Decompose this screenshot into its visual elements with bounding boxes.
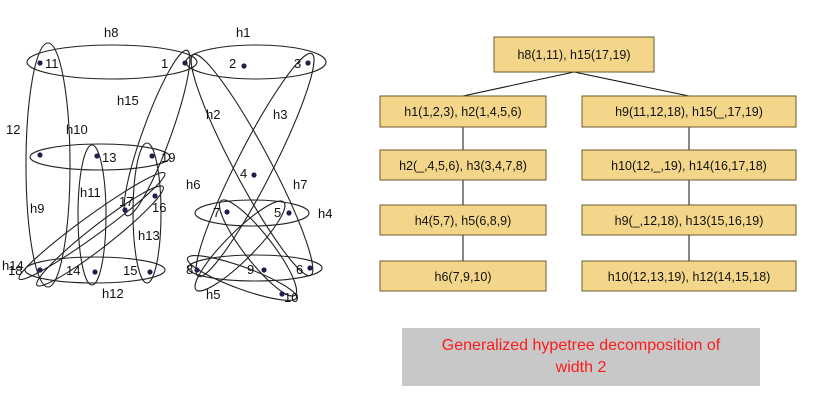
vertex-label-15: 15	[123, 263, 137, 278]
hyperedge-h2	[190, 53, 314, 277]
vertex-dot	[122, 207, 128, 213]
hyperedge-h5-base	[187, 254, 323, 282]
tree-node-right-4-box	[581, 260, 797, 292]
vertex-dot	[152, 193, 158, 199]
caption-line-1: Generalized hypetree decomposition of	[441, 337, 721, 354]
connector-root-left	[462, 71, 575, 97]
tree-node-left-2-box	[379, 149, 547, 181]
edge-label-h14: h14	[2, 258, 24, 273]
caption-line-2: width 2	[555, 359, 607, 376]
tree-connectors	[462, 71, 690, 261]
vertex-labels: 1 2 3 4 5 6 7 8 9 10 11 13 14 15 16 17 1…	[6, 56, 303, 305]
vertex-dot	[94, 153, 100, 159]
edge-label-h13: h13	[138, 228, 160, 243]
edge-label-h11: h11	[80, 185, 101, 200]
edge-label-h15: h15	[117, 93, 139, 108]
edge-label-h8: h8	[104, 25, 118, 40]
vertex-label-2: 2	[229, 56, 236, 71]
connector-root-right	[573, 71, 690, 97]
vertex-dot	[241, 63, 247, 69]
tree-node-right-1-text: h9(11,12,18), h15(_,17,19)	[615, 105, 763, 119]
tree-node-root-box	[493, 36, 655, 73]
vertex-label-9: 9	[247, 262, 254, 277]
tree-node-left-4-box	[379, 260, 547, 292]
vertex-dot	[286, 210, 292, 216]
hyperedge-h15	[123, 49, 191, 217]
tree-node-left-1-box	[379, 95, 547, 128]
hyperedge-h9	[25, 42, 71, 288]
vertex-label-17: 17	[119, 194, 133, 209]
vertex-dot	[194, 267, 200, 273]
tree-node-right-4-text: h10(12,13,19), h12(14,15,18)	[608, 270, 771, 284]
vertex-label-13: 13	[102, 150, 116, 165]
tree-node-left-3-box	[379, 204, 547, 236]
edge-label-h5: h5	[206, 287, 220, 302]
vertex-label-11: 11	[45, 56, 59, 71]
hyperedge-h11	[77, 144, 107, 286]
vertex-label-12: 12	[6, 122, 20, 137]
edge-labels: h1 h2 h3 h4 h5 h6 h7 h8 h9 h10 h11 h12 h…	[2, 25, 332, 302]
tree-node-right-2-text: h10(12,_,19), h14(16,17,18)	[611, 159, 767, 173]
vertex-label-4: 4	[240, 166, 247, 181]
edge-label-h2: h2	[206, 107, 220, 122]
tree-node-root-text: h8(1,11), h15(17,19)	[517, 48, 630, 62]
vertex-dot	[37, 152, 43, 158]
tree-node-left-3-text: h4(5,7), h5(6,8,9)	[415, 214, 512, 228]
hyperedge-h14	[18, 171, 166, 281]
tree-nodes: h8(1,11), h15(17,19) h1(1,2,3), h2(1,4,5…	[379, 36, 797, 292]
tree-node-left-4-text: h6(7,9,10)	[435, 270, 492, 284]
hyperedge-h3	[195, 52, 315, 278]
vertex-dot	[149, 153, 155, 159]
hyperedge-h6	[218, 199, 298, 297]
tree-node-left-2-text: h2(_,4,5,6), h3(3,4,7,8)	[399, 159, 527, 173]
vertex-label-19: 19	[161, 150, 175, 165]
edge-label-h9: h9	[30, 201, 44, 216]
vertex-dot	[37, 60, 43, 66]
vertex-label-14: 14	[66, 263, 80, 278]
edge-label-h1: h1	[236, 25, 250, 40]
hyperedge-outlines	[18, 42, 327, 301]
vertex-label-5: 5	[274, 205, 281, 220]
edge-label-h6: h6	[186, 177, 200, 192]
vertex-dot	[224, 209, 230, 215]
hyperedge-h8	[26, 44, 198, 80]
vertex-label-7: 7	[213, 205, 220, 220]
vertex-label-3: 3	[294, 56, 301, 71]
vertex-dot	[261, 267, 267, 273]
vertex-label-8: 8	[186, 262, 193, 277]
vertex-dot	[92, 269, 98, 275]
edge-label-h3: h3	[273, 107, 287, 122]
vertex-label-6: 6	[296, 262, 303, 277]
vertex-label-18: 18	[8, 263, 22, 278]
tree-node-right-3-text: h9(_,12,18), h13(15,16,19)	[615, 214, 764, 228]
edge-label-h4: h4	[318, 206, 332, 221]
hyperedge-h10	[29, 143, 171, 171]
vertex-label-16: 16	[152, 200, 166, 215]
vertex-dot	[37, 267, 43, 273]
edge-label-h7: h7	[293, 177, 307, 192]
tree-node-right-3-box	[581, 204, 797, 236]
vertex-dot	[279, 291, 285, 297]
edge-label-h10: h10	[66, 122, 88, 137]
vertex-label-10: 10	[284, 290, 298, 305]
tree-node-right-2-box	[581, 149, 797, 181]
caption-box: Generalized hypetree decomposition of wi…	[402, 328, 760, 386]
vertex-dot	[251, 172, 257, 178]
hyperedge-17-16	[36, 185, 164, 287]
tree-node-left-1-text: h1(1,2,3), h2(1,4,5,6)	[404, 105, 521, 119]
vertex-label-1: 1	[161, 56, 168, 71]
hyperedge-h5	[186, 255, 298, 301]
hyperedge-h4	[194, 199, 310, 227]
tree-node-right-1-box	[581, 95, 797, 128]
vertex-dot	[182, 60, 188, 66]
hyperedge-h7	[194, 200, 286, 292]
vertex-dot	[307, 265, 313, 271]
edge-label-h12: h12	[102, 286, 124, 301]
vertex-dots	[37, 60, 313, 297]
vertex-dot	[147, 269, 153, 275]
vertex-dot	[305, 60, 311, 66]
